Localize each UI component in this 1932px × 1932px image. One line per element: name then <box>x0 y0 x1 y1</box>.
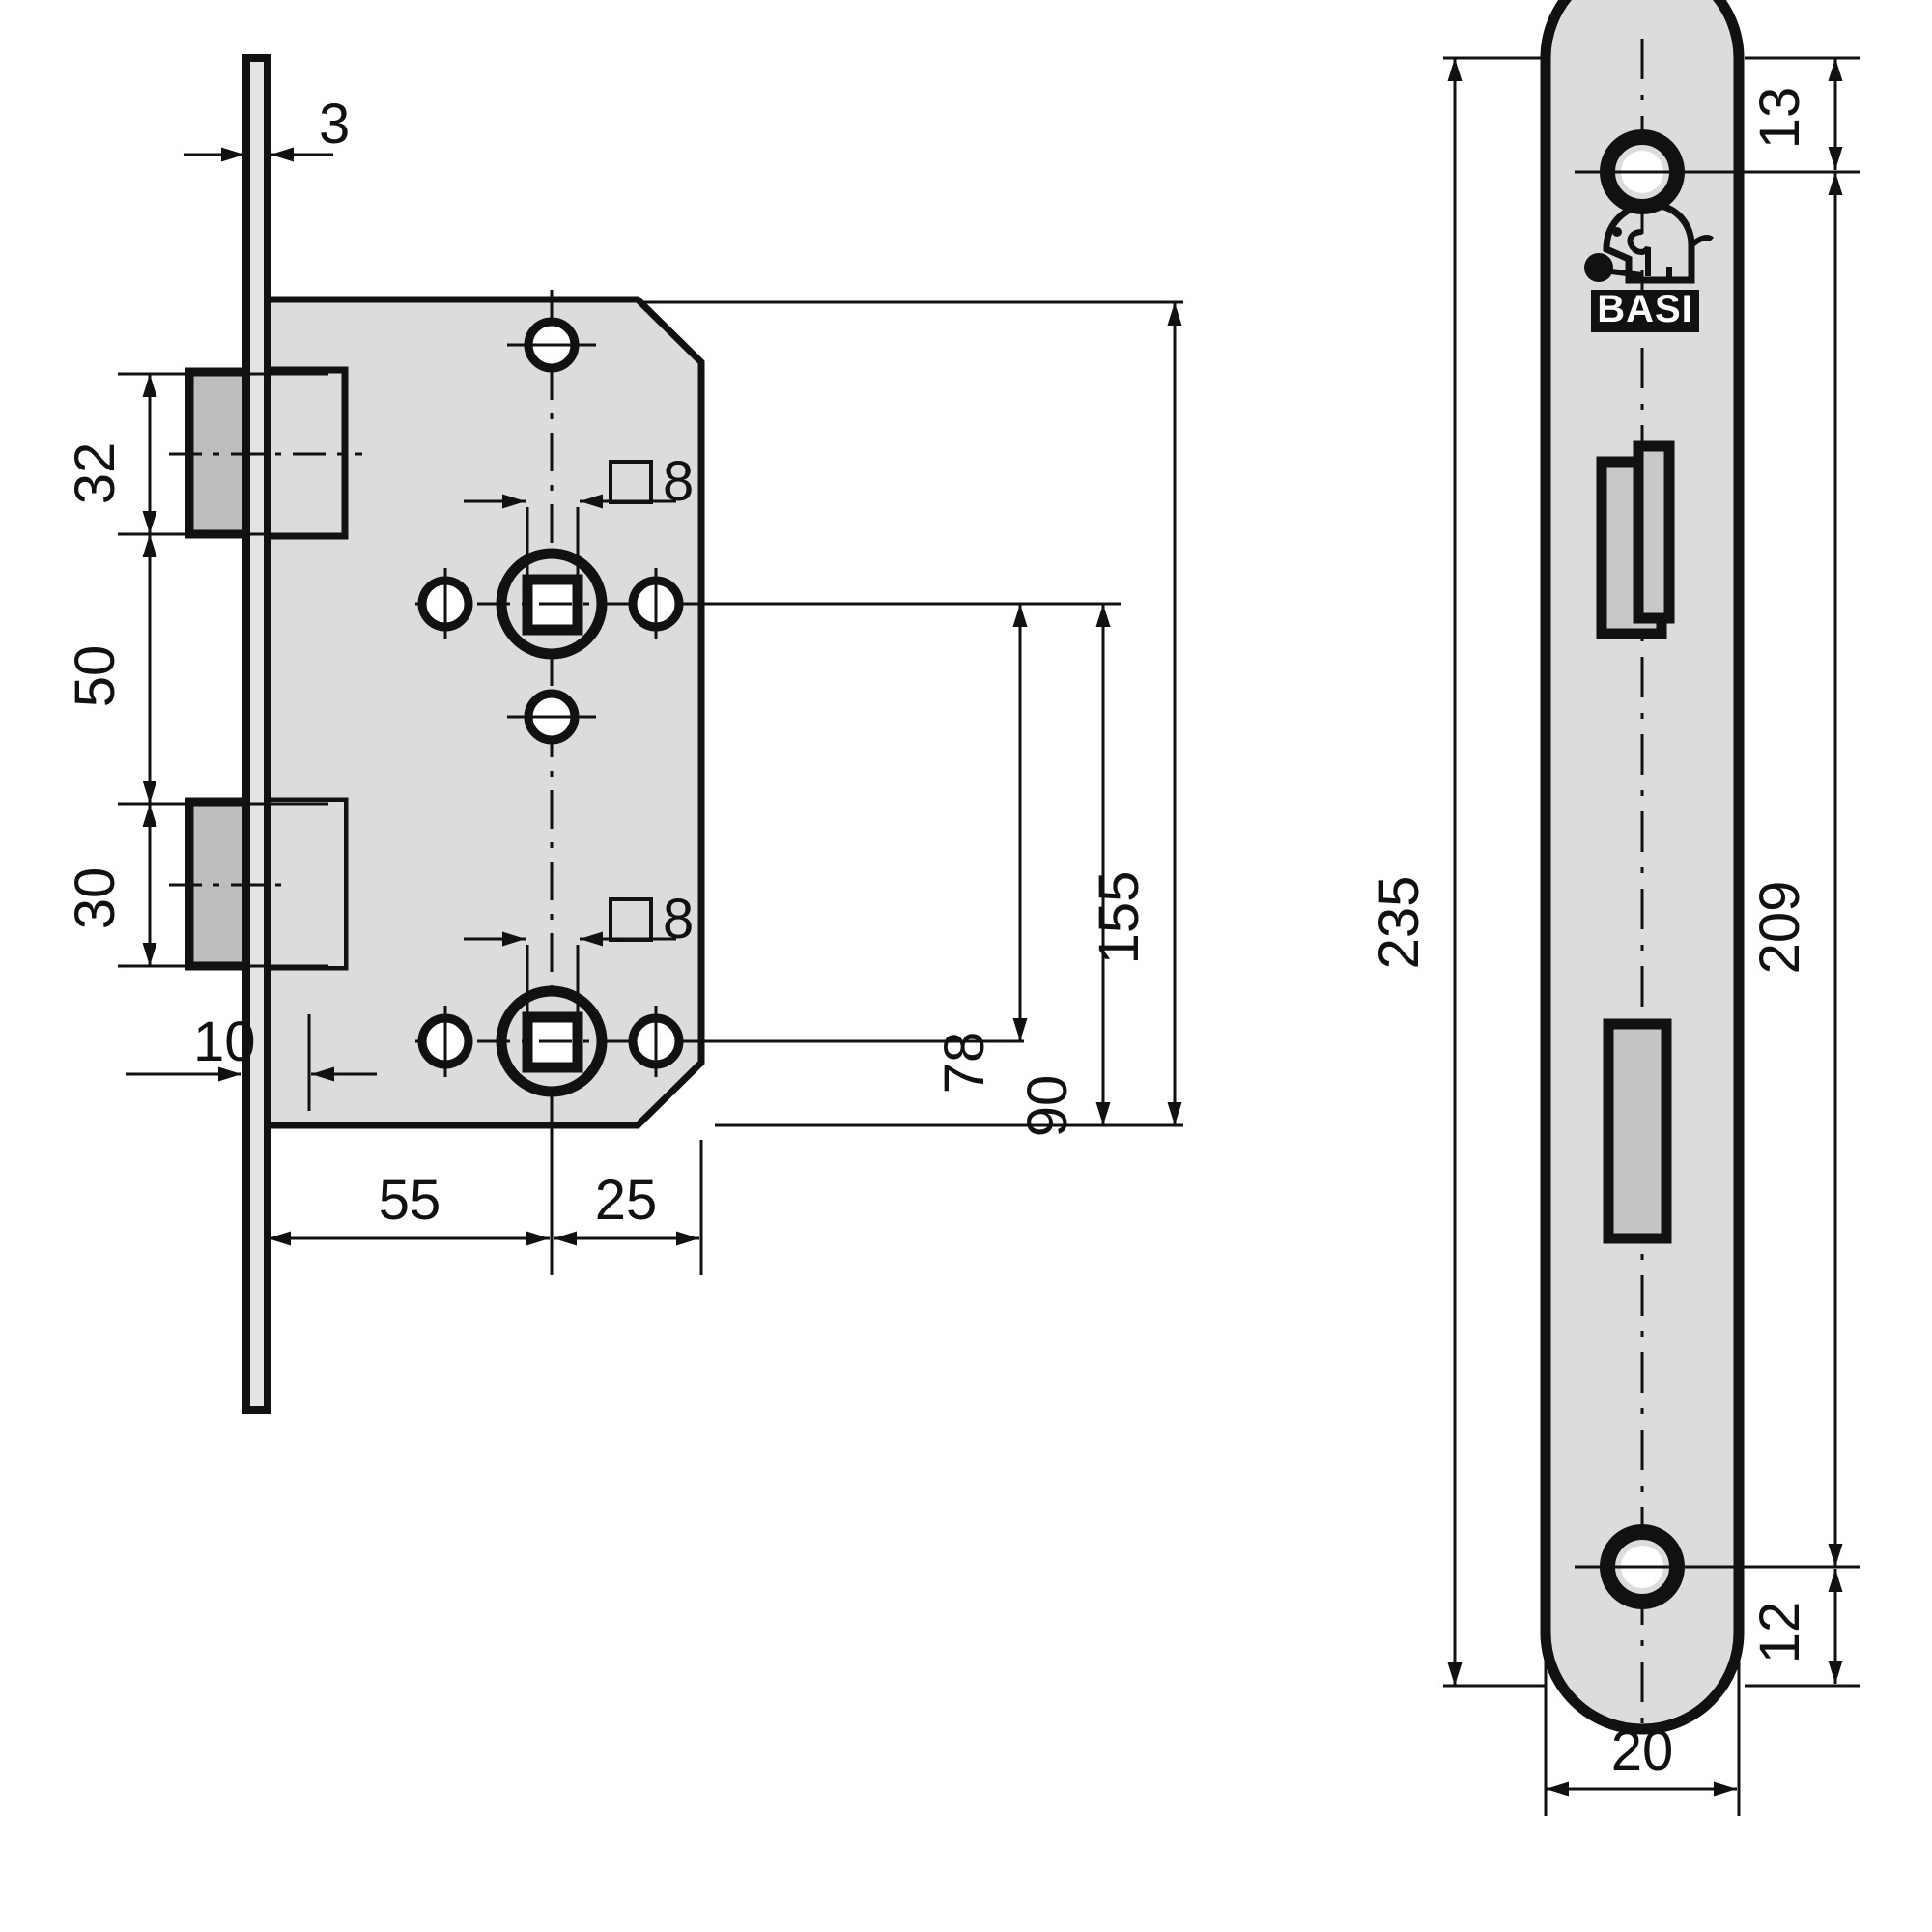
dim-32-label: 32 <box>64 442 127 505</box>
dim-50-label: 50 <box>64 645 127 708</box>
basi-logo: BASI <box>1584 201 1715 332</box>
dim-30-label: 30 <box>64 867 127 930</box>
basi-wordmark-plate <box>1591 290 1699 332</box>
dim-3-label: 3 <box>319 93 350 156</box>
dim-chain-left: 32 50 30 <box>64 372 328 968</box>
side-view-group: 3 32 50 30 10 <box>64 54 1183 1414</box>
dim-backset-chain: 55 25 <box>266 1101 703 1275</box>
dim-155-label: 155 <box>1088 871 1151 965</box>
dim-8-lower-label: 8 <box>663 888 694 951</box>
faceplate-outline <box>1540 0 1745 1735</box>
elephant-logo-icon <box>1584 201 1715 284</box>
dim-20-label: 20 <box>1611 1719 1674 1782</box>
dim-12-label: 12 <box>1748 1602 1811 1664</box>
dim-front-offset: 10 <box>126 1010 377 1130</box>
front-view-group: BASI 13 12 209 <box>1368 0 1860 1816</box>
dim-bottom-screw: 12 <box>1686 1565 1860 1688</box>
dim-right-vertical-group: 155 90 78 <box>638 300 1183 1138</box>
dim-90-label: 90 <box>1016 1075 1079 1138</box>
dim-8-upper-label: 8 <box>663 450 694 513</box>
spindle-square-callout-lower: 8 <box>464 888 694 951</box>
dim-10-label: 10 <box>193 1010 256 1073</box>
dim-hole-spacing: 209 <box>1748 172 1843 1567</box>
dim-78-label: 78 <box>933 1032 996 1094</box>
dim-235-label: 235 <box>1368 876 1431 970</box>
square-symbol-icon-upper <box>609 460 653 504</box>
dim-25-label: 25 <box>595 1169 658 1232</box>
faceplate-edge <box>242 54 271 1414</box>
dim-faceplate-length: 235 <box>1368 56 1546 1688</box>
dim-faceplate-thickness: 3 <box>184 93 350 184</box>
dim-209-label: 209 <box>1748 881 1811 975</box>
dim-faceplate-width: 20 <box>1544 1642 1741 1816</box>
deadbolt-opening <box>1603 1018 1672 1244</box>
dim-13-label: 13 <box>1748 87 1811 150</box>
square-symbol-icon-lower <box>609 897 653 942</box>
spindle-square-callout-upper: 8 <box>464 450 694 513</box>
latch-bolt-front <box>1633 440 1675 624</box>
basi-wordmark: BASI <box>1597 288 1693 330</box>
dim-55-label: 55 <box>379 1169 441 1232</box>
